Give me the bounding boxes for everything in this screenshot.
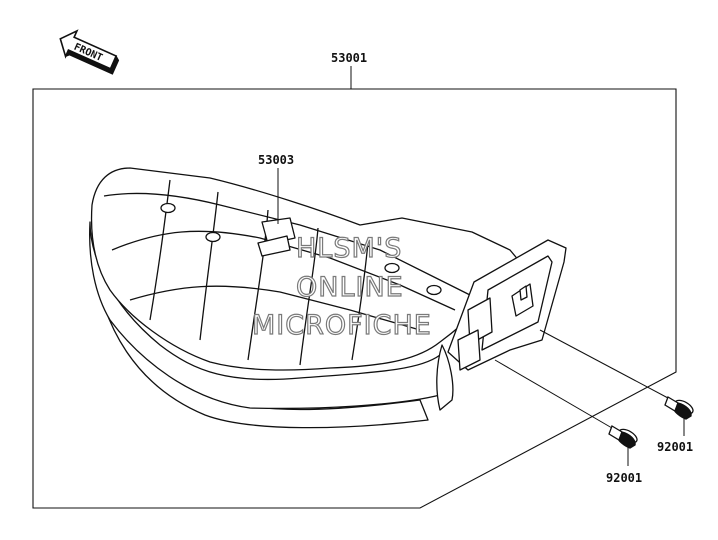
front-arrow-icon: FRONT — [59, 29, 120, 75]
leader-bolt-left-line — [494, 359, 613, 429]
bolt-right-icon — [664, 396, 694, 420]
seat-cushion-top — [90, 167, 521, 371]
watermark-line-2: ONLINE — [296, 272, 404, 303]
assembly-outline — [32, 88, 677, 509]
part-label-92001-right: 92001 — [657, 440, 693, 454]
seat-assembly — [89, 167, 567, 429]
part-label-53003: 53003 — [258, 153, 294, 167]
watermark-line-3: MICROFICHE — [252, 310, 432, 341]
part-label-92001-left: 92001 — [606, 471, 642, 485]
leader-bolt-right-line — [539, 329, 669, 399]
part-label-53001: 53001 — [331, 51, 367, 65]
bolt-left-icon — [608, 425, 638, 449]
watermark-line-1: HLSM'S — [296, 233, 402, 264]
